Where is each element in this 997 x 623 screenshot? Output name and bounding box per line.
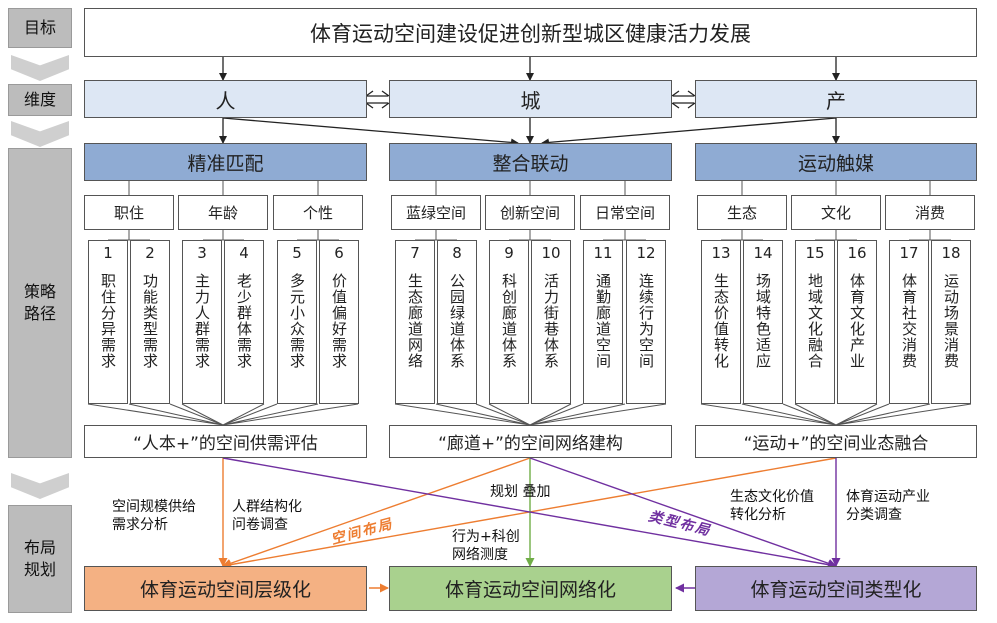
- path-label: 功能类型需求: [141, 273, 159, 369]
- path-column: 2 功能类型需求: [130, 240, 170, 404]
- path-number: 18: [941, 244, 961, 262]
- plan-network: 体育运动空间网络化: [389, 566, 672, 611]
- strategy-catalyst: 运动触媒: [695, 143, 977, 181]
- path-label: 生态廊道网络: [406, 273, 424, 369]
- path-column: 7 生态廊道网络: [395, 240, 435, 404]
- sub-age: 年龄: [178, 195, 268, 230]
- summary-supply-demand: “人本+”的空间供需评估: [84, 425, 367, 458]
- sub-innovation: 创新空间: [485, 195, 575, 230]
- path-label: 科创廊道体系: [500, 273, 518, 369]
- path-label: 通勤廊道空间: [594, 273, 612, 369]
- path-label: 多元小众需求: [288, 273, 306, 369]
- note-overlay: 规划 叠加: [490, 484, 551, 500]
- dimension-cheng: 城: [389, 80, 672, 118]
- dimension-ren: 人: [84, 80, 367, 118]
- strategy-integration: 整合联动: [389, 143, 672, 181]
- dimension-chan: 产: [695, 80, 977, 118]
- sidebar-dimension: 维度: [8, 84, 72, 116]
- path-number: 10: [541, 244, 561, 262]
- path-label: 连续行为空间: [637, 273, 655, 369]
- sub-jobs-housing: 职住: [84, 195, 174, 230]
- sub-blue-green: 蓝绿空间: [391, 195, 481, 230]
- path-number: 3: [197, 244, 207, 262]
- path-number: 17: [899, 244, 919, 262]
- path-number: 11: [593, 244, 613, 262]
- path-number: 16: [847, 244, 867, 262]
- note-sports-industry: 体育运动产业 分类调查: [846, 489, 930, 523]
- path-number: 14: [753, 244, 773, 262]
- note-population-survey: 人群结构化 问卷调查: [232, 499, 302, 533]
- path-column: 12 连续行为空间: [626, 240, 666, 404]
- sub-ecology: 生态: [697, 195, 787, 230]
- summary-business-fusion: “运动+”的空间业态融合: [695, 425, 977, 458]
- path-column: 16 体育文化产业: [837, 240, 877, 404]
- path-column: 3 主力人群需求: [182, 240, 222, 404]
- note-space-scale: 空间规模供给 需求分析: [112, 499, 196, 533]
- arrow-ren-integrate: [222, 117, 519, 147]
- sidebar-strategy: 策略路径: [8, 148, 72, 458]
- path-column: 15 地域文化融合: [795, 240, 835, 404]
- note-behavior-network: 行为+科创 网络测度: [452, 529, 520, 563]
- path-label: 体育社交消费: [900, 273, 918, 369]
- path-column: 9 科创廊道体系: [489, 240, 529, 404]
- sub-daily: 日常空间: [580, 195, 670, 230]
- sub-personality: 个性: [273, 195, 363, 230]
- path-number: 7: [410, 244, 420, 262]
- path-label: 地域文化融合: [806, 273, 824, 369]
- double-arrow-cheng-chan: [671, 90, 696, 109]
- path-column: 14 场域特色适应: [743, 240, 783, 404]
- path-label: 价值偏好需求: [330, 273, 348, 369]
- path-column: 17 体育社交消费: [889, 240, 929, 404]
- path-number: 1: [103, 244, 113, 262]
- path-number: 2: [145, 244, 155, 262]
- path-label: 活力街巷体系: [542, 273, 560, 369]
- path-number: 6: [334, 244, 344, 262]
- sub-culture: 文化: [791, 195, 881, 230]
- path-number: 4: [239, 244, 249, 262]
- plan-typology: 体育运动空间类型化: [695, 566, 977, 611]
- line-ren-type: [222, 457, 837, 570]
- path-number: 8: [452, 244, 462, 262]
- line-cheng-type: [529, 457, 837, 568]
- path-column: 10 活力街巷体系: [531, 240, 571, 404]
- sidebar-planning: 布局规划: [8, 505, 72, 613]
- path-column: 4 老少群体需求: [224, 240, 264, 404]
- sub-consumption: 消费: [885, 195, 975, 230]
- path-column: 5 多元小众需求: [277, 240, 317, 404]
- path-label: 老少群体需求: [235, 273, 253, 369]
- goal-title: 体育运动空间建设促进创新型城区健康活力发展: [84, 8, 977, 57]
- path-column: 1 职住分异需求: [88, 240, 128, 404]
- path-number: 9: [504, 244, 514, 262]
- path-label: 主力人群需求: [193, 273, 211, 369]
- path-label: 场域特色适应: [754, 273, 772, 369]
- note-eco-culture: 生态文化价值 转化分析: [730, 489, 814, 523]
- path-column: 13 生态价值转化: [701, 240, 741, 404]
- path-number: 12: [636, 244, 656, 262]
- path-label: 公园绿道体系: [448, 273, 466, 369]
- double-arrow-ren-cheng: [365, 90, 390, 109]
- path-number: 15: [805, 244, 825, 262]
- summary-network: “廊道+”的空间网络建构: [389, 425, 672, 458]
- path-number: 13: [711, 244, 731, 262]
- path-label: 职住分异需求: [99, 273, 117, 369]
- path-label: 体育文化产业: [848, 273, 866, 369]
- path-number: 5: [292, 244, 302, 262]
- path-column: 11 通勤廊道空间: [583, 240, 623, 404]
- sidebar-goal: 目标: [8, 8, 72, 48]
- path-column: 6 价值偏好需求: [319, 240, 359, 404]
- line-cheng-hierarchy: [222, 457, 531, 568]
- path-label: 运动场景消费: [942, 273, 960, 369]
- path-column: 8 公园绿道体系: [437, 240, 477, 404]
- path-label: 生态价值转化: [712, 273, 730, 369]
- arrow-chan-integrate: [541, 117, 837, 147]
- strategy-precise-match: 精准匹配: [84, 143, 367, 181]
- plan-hierarchy: 体育运动空间层级化: [84, 566, 367, 611]
- path-column: 18 运动场景消费: [931, 240, 971, 404]
